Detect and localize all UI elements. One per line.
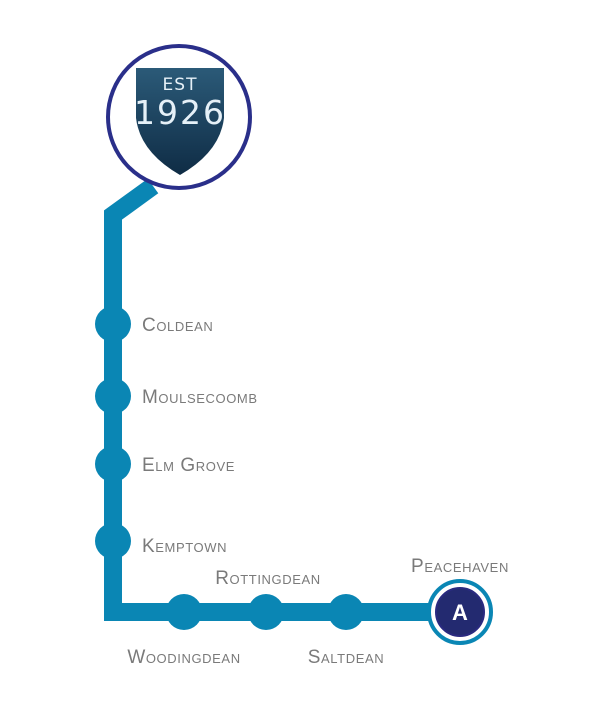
badge-year-text: 1926: [134, 93, 226, 132]
terminal-letter: A: [452, 600, 468, 625]
stop-label-rottingdean: Rottingdean: [215, 568, 321, 589]
stop-kemptown[interactable]: Kemptown: [95, 523, 227, 559]
stop-moulsecoomb[interactable]: Moulsecoomb: [95, 378, 258, 414]
stop-coldean[interactable]: Coldean: [95, 306, 213, 342]
stop-label-saltdean: Saltdean: [308, 647, 384, 668]
shield-icon: [136, 68, 224, 175]
badge-est-text: EST: [163, 75, 198, 95]
stop-marker[interactable]: [248, 594, 284, 630]
stop-woodingdean[interactable]: Woodingdean: [127, 594, 240, 668]
stop-marker[interactable]: [95, 446, 131, 482]
stop-marker[interactable]: [95, 306, 131, 342]
stop-marker[interactable]: [166, 594, 202, 630]
stop-marker[interactable]: [95, 378, 131, 414]
stop-saltdean[interactable]: Saltdean: [308, 594, 384, 668]
stop-label-peacehaven: Peacehaven: [411, 556, 509, 577]
terminal-marker[interactable]: [435, 587, 485, 637]
stop-label-elm-grove: Elm Grove: [142, 455, 235, 476]
stop-label-kemptown: Kemptown: [142, 536, 227, 557]
terminal-peacehaven[interactable]: A Peacehaven: [411, 556, 509, 645]
stop-label-coldean: Coldean: [142, 315, 213, 336]
stop-marker[interactable]: [328, 594, 364, 630]
stop-label-woodingdean: Woodingdean: [127, 647, 240, 668]
stop-label-moulsecoomb: Moulsecoomb: [142, 387, 258, 408]
stop-rottingdean[interactable]: Rottingdean: [215, 568, 321, 630]
stop-marker[interactable]: [95, 523, 131, 559]
stop-elm-grove[interactable]: Elm Grove: [95, 446, 235, 482]
established-badge: EST 1926: [106, 44, 252, 190]
